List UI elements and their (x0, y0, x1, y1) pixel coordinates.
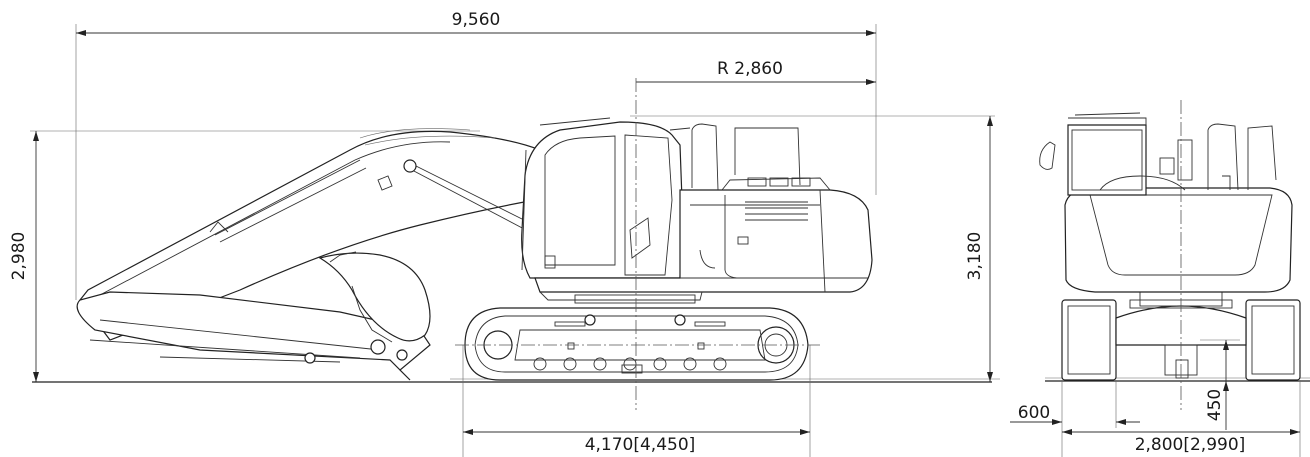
upper-structure (521, 117, 873, 304)
engine-grille (745, 201, 808, 221)
ground-clearance-dimension: 450 (1200, 339, 1240, 430)
undercarriage (464, 307, 809, 381)
boom-height-label: 2,980 (9, 232, 29, 281)
tail-swing-dimension: R 2,860 (636, 59, 876, 85)
front-view (1039, 100, 1310, 410)
tail-swing-label: R 2,860 (717, 59, 783, 79)
overall-length-label: 9,560 (452, 10, 501, 30)
overall-width-dimension: 2,800[2,990] (1062, 380, 1301, 457)
ground-clearance-label: 450 (1205, 389, 1225, 421)
cab-height-dimension: 3,180 (630, 115, 995, 382)
shoe-width-label: 600 (1018, 403, 1050, 423)
overall-length-dimension: 9,560 (75, 10, 877, 300)
track-length-label: 4,170[4,450] (585, 435, 696, 455)
cab-height-label: 3,180 (965, 232, 985, 281)
boom-arm (76, 128, 541, 381)
overall-width-label: 2,800[2,990] (1135, 435, 1246, 455)
track-length-dimension: 4,170[4,450] (462, 345, 811, 457)
shoe-width-dimension: 600 (1010, 380, 1140, 457)
boom-height-dimension: 2,980 (9, 130, 480, 382)
